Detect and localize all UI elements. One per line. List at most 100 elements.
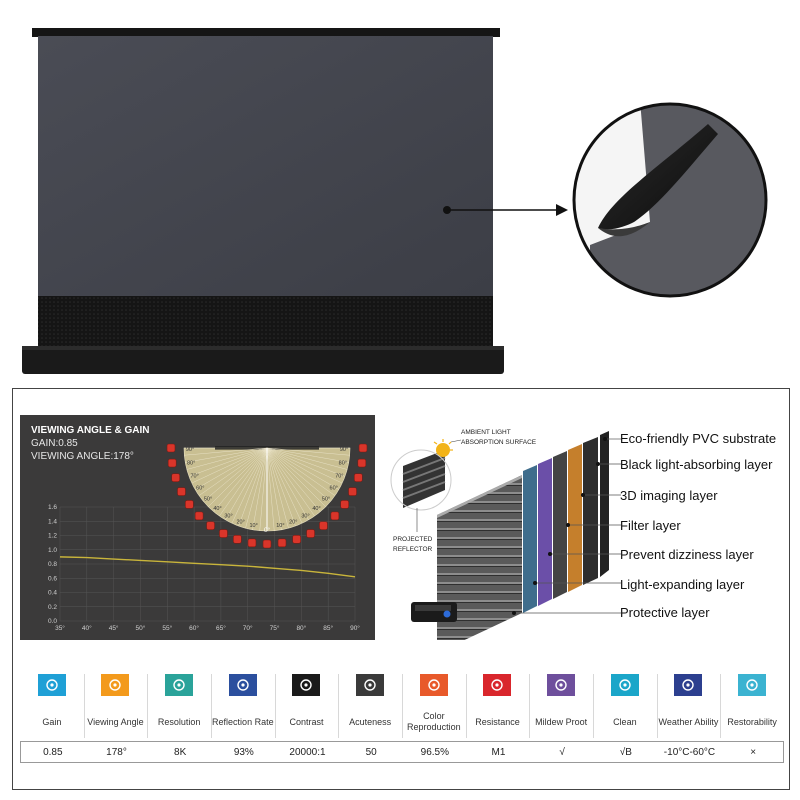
- spec-divider: [465, 674, 467, 738]
- gain-series-line: [59, 556, 356, 578]
- seat-marker: [177, 487, 186, 496]
- spec-label: Restorability: [727, 716, 777, 727]
- spec-value: 96.5%: [420, 746, 449, 758]
- resolution-icon: [165, 674, 194, 696]
- seat-marker: [194, 511, 204, 521]
- fan-ray: [266, 447, 348, 470]
- spec-resolution: Resolution: [147, 668, 211, 768]
- spec-value: 0.85: [43, 746, 63, 758]
- spec-value: 8K: [174, 746, 187, 758]
- fan-ray: [266, 447, 336, 496]
- seat-marker: [292, 535, 301, 544]
- spec-label: Resolution: [157, 716, 201, 727]
- x-tick-label: 50°: [136, 624, 146, 632]
- fan-angle-label-right: 70°: [335, 473, 343, 479]
- layer-expanding: [523, 465, 537, 613]
- fan-ray: [208, 447, 268, 507]
- viewing-angle-gain-chart: VIEWING ANGLE & GAIN GAIN:0.85 VIEWING A…: [20, 415, 375, 640]
- fan-ray: [198, 447, 268, 496]
- fan-ray: [238, 447, 268, 527]
- seat-markers: 90°80°70°60°50°40°30°20°10°90°80°70°60°5…: [166, 443, 368, 549]
- fan-ray: [225, 447, 268, 520]
- ambient-label-line1: AMBIENT LIGHT: [461, 429, 511, 436]
- spec-value: 50: [365, 746, 377, 758]
- layer-label-pvc: Eco-friendly PVC substrate: [620, 431, 777, 446]
- fan-angle-label-right: 30°: [301, 514, 309, 520]
- spec-divider: [529, 674, 531, 738]
- fan-ray: [266, 447, 309, 520]
- y-tick-label: 1.2: [48, 533, 57, 540]
- x-tick-label: 65°: [216, 624, 226, 632]
- fan-ray: [266, 447, 326, 507]
- spec-divider: [402, 674, 403, 738]
- projected-label-line2: REFLECTOR: [393, 546, 433, 553]
- acuteness-icon: [356, 674, 385, 696]
- layer-label-protective: Protective layer: [620, 605, 710, 620]
- seat-marker: [206, 521, 215, 530]
- fan-ray: [252, 447, 268, 530]
- chart-title: VIEWING ANGLE & GAIN: [31, 425, 150, 436]
- fan-ray: [266, 447, 303, 524]
- fan-ray: [213, 447, 268, 512]
- spec-label: Acuteness: [349, 716, 392, 727]
- y-tick-label: 1.6: [48, 504, 57, 511]
- y-tick-label: 0.0: [48, 618, 57, 625]
- fan-ray: [186, 447, 268, 470]
- spec-contrast: Contrast: [275, 668, 339, 768]
- product-illustration: [22, 28, 768, 374]
- mildew-proof-icon: [547, 674, 576, 696]
- fan-ray: [185, 447, 268, 463]
- seat-marker: [354, 473, 363, 482]
- seat-marker: [185, 500, 194, 509]
- fan-ray: [266, 447, 350, 456]
- reflection-rate-icon: [228, 674, 257, 696]
- viewing-angle-icon: [101, 674, 130, 696]
- fan-angle-label-right: 10°: [276, 523, 284, 529]
- spec-label: Resistance: [475, 716, 520, 727]
- fan-angle-label-left: 40°: [213, 506, 221, 512]
- spec-value: 178°: [106, 746, 127, 758]
- y-tick-label: 0.8: [48, 561, 57, 568]
- fan-angle-label-left: 60°: [196, 486, 204, 492]
- projector-icon: [411, 602, 457, 622]
- fan-ray: [266, 447, 339, 490]
- x-tick-label: 35°: [55, 624, 65, 632]
- thermometer-icon: [674, 674, 703, 696]
- viewing-fan: 0°: [183, 446, 351, 534]
- spec-acuteness: Acuteness: [338, 668, 402, 768]
- spec-divider: [656, 674, 658, 738]
- layer-label-dizziness: Prevent dizziness layer: [620, 547, 754, 562]
- fan-ray: [184, 447, 268, 456]
- callout-arrow: [556, 204, 568, 216]
- spec-label: Contrast: [289, 716, 324, 727]
- color-reproduction-icon: [419, 674, 448, 696]
- spec-color-reproduction: Color Reproduction: [402, 668, 466, 768]
- spec-divider: [83, 674, 85, 738]
- contrast-icon: [292, 674, 321, 696]
- spec-value: ×: [750, 746, 757, 758]
- fan-angle-label-left: 30°: [224, 514, 232, 520]
- projection-screen: [38, 36, 493, 296]
- fan-angle-label-left: 20°: [237, 519, 245, 525]
- gain-icon: [37, 674, 66, 696]
- x-axis-ticks: 35°40°45°50°55°60°65°70°75°80°85°90°: [55, 624, 360, 632]
- fan-ray: [266, 447, 296, 527]
- gain-text: GAIN:0.85: [31, 438, 78, 449]
- spec-label: Gain: [42, 716, 62, 727]
- spec-gain: Gain: [20, 668, 84, 768]
- seat-marker: [348, 487, 357, 496]
- spec-label: Color Reproduction: [407, 711, 461, 732]
- screen-top-bar: [32, 28, 500, 37]
- layer-label-expanding: Light-expanding layer: [620, 577, 745, 592]
- fan-angle-label-left: 10°: [249, 523, 257, 529]
- seat-marker: [233, 535, 242, 544]
- seat-marker: [340, 500, 349, 509]
- layer-label-black: Black light-absorbing layer: [620, 457, 773, 472]
- fan-angle-label-left: 80°: [187, 460, 195, 466]
- spec-divider: [211, 674, 212, 738]
- x-tick-label: 60°: [189, 624, 199, 632]
- fan-ray: [245, 447, 268, 529]
- layer-black: [583, 437, 598, 585]
- y-tick-label: 0.2: [48, 604, 57, 611]
- seat-marker: [167, 458, 177, 468]
